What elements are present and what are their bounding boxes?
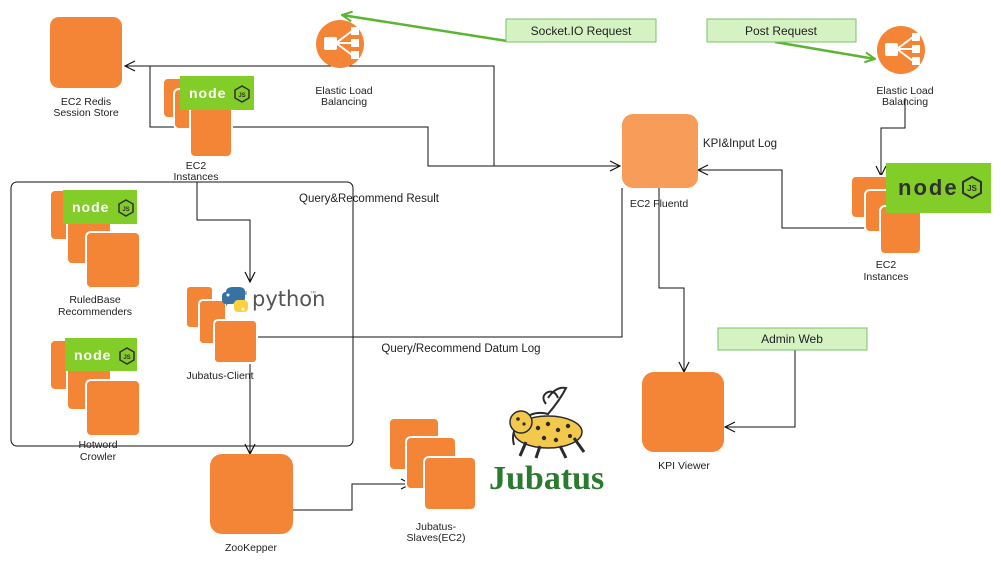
recommender-group-box bbox=[10, 181, 354, 447]
nodejs-js-text: JS bbox=[122, 207, 129, 213]
request-arrows bbox=[342, 15, 875, 59]
jubatus-logo: Jubatus bbox=[489, 386, 604, 497]
jubatus-client-label: Jubatus-Client bbox=[186, 370, 253, 382]
admin-web-callout: Admin Web bbox=[717, 327, 868, 351]
ruledbase-label-line2: Recommenders bbox=[58, 306, 132, 318]
connector-client-to-fluentd bbox=[257, 188, 623, 338]
zookeeper-node[interactable]: ZooKepper bbox=[210, 454, 293, 554]
connectors bbox=[125, 66, 906, 511]
connector-ec2-to-fluentd bbox=[232, 126, 620, 166]
ec2-instances-left-node[interactable]: node JS EC2 Instances bbox=[162, 76, 254, 183]
jubatus-client-node[interactable]: python ™ Jubatus-Client bbox=[185, 285, 325, 382]
nodejs-logo-text: node bbox=[898, 175, 959, 200]
connector-elb-right-to-ec2 bbox=[881, 98, 906, 176]
hotword-label-line2: Crowler bbox=[80, 451, 117, 463]
jubatus-slaves-node[interactable]: Jubatus- Slaves(EC2) bbox=[388, 417, 477, 544]
ec2-stack-icon bbox=[185, 285, 258, 364]
socketio-request-callout: Socket.IO Request bbox=[505, 18, 657, 43]
redis-label-line1: EC2 Redis bbox=[61, 96, 111, 108]
load-balancer-icon bbox=[316, 20, 364, 68]
post-request-callout: Post Request bbox=[706, 18, 857, 43]
connector-fluentd-to-kpi bbox=[658, 188, 684, 372]
connector-elb-to-redis bbox=[125, 66, 495, 166]
post-arrow bbox=[774, 40, 875, 59]
query-recommend-result-label: Query&Recommend Result bbox=[299, 193, 440, 205]
ec2-right-label-line1: EC2 bbox=[876, 259, 897, 271]
ec2-left-label-line1: EC2 bbox=[186, 160, 207, 172]
nodejs-js-text: JS bbox=[967, 184, 977, 193]
fluentd-instance-icon bbox=[622, 114, 698, 188]
kpi-viewer-label: KPI Viewer bbox=[658, 460, 710, 472]
ec2-left-label-line2: Instances bbox=[174, 171, 219, 183]
elb-left-label-line1: Elastic Load bbox=[315, 85, 372, 97]
admin-web-label: Admin Web bbox=[761, 332, 823, 346]
nodejs-logo-text: node bbox=[74, 347, 111, 363]
ruledbase-recommenders-node[interactable]: node JS RuledBase Recommenders bbox=[49, 189, 141, 318]
python-logo-icon bbox=[222, 287, 248, 312]
connector-zookeeper-to-slaves bbox=[293, 484, 411, 511]
nodejs-js-text: JS bbox=[238, 93, 245, 99]
fluentd-label: EC2 Fluentd bbox=[630, 198, 689, 210]
nodejs-logo-icon: node JS bbox=[63, 190, 137, 224]
nodejs-logo-icon: node JS bbox=[886, 163, 991, 213]
kpi-viewer-node[interactable]: KPI Viewer bbox=[642, 372, 724, 472]
connector-admin-to-kpi bbox=[725, 350, 796, 427]
connector-ec2-to-jubatus-client bbox=[196, 182, 250, 282]
jubatus-wordmark: Jubatus bbox=[489, 460, 604, 497]
datum-log-label: Query/Recommend Datum Log bbox=[381, 343, 540, 355]
ec2-redis-node[interactable]: EC2 Redis Session Store bbox=[50, 17, 122, 119]
ec2-stack-icon bbox=[388, 417, 477, 511]
nodejs-logo-text: node bbox=[72, 199, 109, 215]
ec2-fluentd-node[interactable]: EC2 Fluentd bbox=[622, 114, 698, 210]
python-trademark: ™ bbox=[310, 290, 316, 297]
connector-ec2-right-to-fluentd bbox=[698, 170, 866, 229]
nodejs-logo-icon: node JS bbox=[65, 338, 137, 371]
socketio-request-label: Socket.IO Request bbox=[531, 24, 632, 38]
slaves-label-line2: Slaves(EC2) bbox=[407, 532, 466, 544]
ec2-instances-right-node[interactable]: node JS EC2 Instances bbox=[850, 163, 991, 283]
elb-left-node[interactable]: Elastic Load Balancing bbox=[315, 20, 373, 108]
hotword-crowler-node[interactable]: node JS Hotword Crowler bbox=[49, 338, 141, 463]
leopard-icon bbox=[509, 386, 586, 459]
post-request-label: Post Request bbox=[745, 24, 818, 38]
nodejs-logo-icon: node JS bbox=[180, 76, 254, 110]
socketio-arrow bbox=[342, 15, 508, 43]
python-logo-text: python bbox=[252, 287, 325, 311]
zookeeper-label: ZooKepper bbox=[225, 542, 277, 554]
redis-instance-icon bbox=[50, 17, 122, 88]
ruledbase-label-line1: RuledBase bbox=[69, 294, 121, 306]
elb-left-label-line2: Balancing bbox=[321, 96, 367, 108]
ec2-right-label-line2: Instances bbox=[864, 271, 909, 283]
load-balancer-icon bbox=[877, 26, 925, 74]
elb-right-node[interactable]: Elastic Load Balancing bbox=[876, 26, 934, 108]
nodejs-logo-text: node bbox=[189, 85, 226, 101]
zookeeper-instance-icon bbox=[210, 454, 293, 534]
slaves-label-line1: Jubatus- bbox=[416, 521, 457, 533]
hotword-label-line1: Hotword bbox=[78, 439, 117, 451]
kpi-input-log-label: KPI&Input Log bbox=[703, 138, 777, 150]
redis-label-line2: Session Store bbox=[53, 107, 119, 119]
elb-right-label-line2: Balancing bbox=[882, 96, 928, 108]
connector-ec2-to-redis-loop bbox=[149, 66, 174, 128]
ec2-stack-icon bbox=[850, 175, 922, 255]
kpi-viewer-instance-icon bbox=[642, 372, 724, 452]
elb-right-label-line1: Elastic Load bbox=[876, 85, 933, 97]
nodejs-js-text: JS bbox=[123, 355, 130, 361]
